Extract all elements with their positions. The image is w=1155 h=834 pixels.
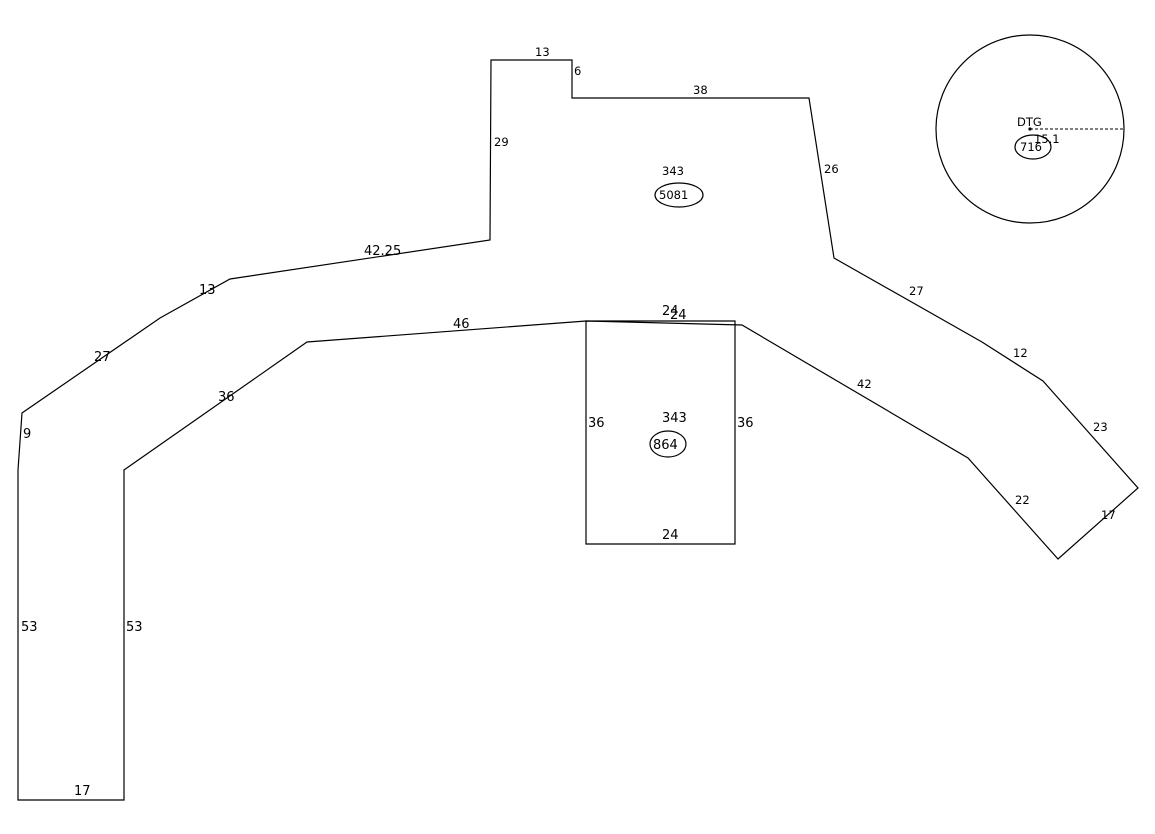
dim-left-upper: 29	[494, 135, 509, 149]
circle-radius-label: 15.1	[1034, 132, 1060, 146]
box-dim-top-b: 24	[670, 308, 687, 323]
dim-right-diag-3: 23	[1093, 420, 1108, 434]
box-outline	[585, 320, 736, 545]
dim-left-diag-2: 27	[94, 350, 111, 365]
dim-right-diag-1: 27	[909, 284, 924, 298]
dim-right-diag-2: 12	[1013, 346, 1028, 360]
dim-inner-right-low: 22	[1015, 493, 1030, 507]
dim-left-outer: 53	[21, 620, 38, 635]
box-dim-top-a: 24	[662, 304, 679, 319]
circle-center-dot	[1028, 127, 1032, 131]
dim-right-end: 17	[1101, 508, 1116, 522]
circle-area-oval	[1014, 134, 1052, 160]
main-area-oval	[654, 182, 704, 208]
dim-left-short: 9	[23, 427, 31, 442]
dim-left-diag-1: 13	[199, 283, 216, 298]
dim-top-c: 38	[693, 83, 708, 97]
dim-top-a: 13	[535, 45, 550, 59]
box-dim-left: 36	[588, 416, 605, 431]
dim-right-upper: 26	[824, 162, 839, 176]
dim-inner-top: 46	[453, 317, 470, 332]
circle-label: DTG	[1017, 115, 1042, 129]
box-area-label: 343	[662, 411, 687, 426]
dim-bottom: 17	[74, 784, 91, 799]
circle-outline	[935, 34, 1125, 224]
dim-mid-diag: 42.25	[364, 244, 401, 259]
box-area-oval	[649, 430, 687, 458]
circle-area-value: 716	[1020, 140, 1042, 154]
dim-inner-right-diag: 42	[857, 377, 872, 391]
main-area-value: 5081	[659, 188, 688, 202]
main-area-label: 343	[662, 164, 684, 178]
box-dim-right: 36	[737, 416, 754, 431]
dim-top-b: 6	[574, 64, 581, 78]
dim-inner-left-diag: 36	[218, 390, 235, 405]
box-area-value: 864	[653, 438, 678, 453]
dim-left-inner: 53	[126, 620, 143, 635]
box-dim-bottom: 24	[662, 528, 679, 543]
main-area-outline	[17, 59, 1139, 801]
